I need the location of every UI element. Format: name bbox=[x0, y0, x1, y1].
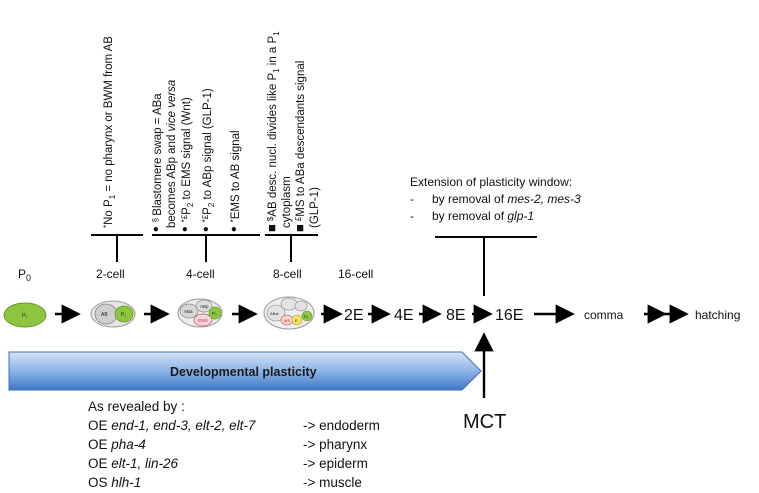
annotation-p2-ems: •*£P2 to EMS signal (Wnt) bbox=[177, 97, 195, 232]
annotation-ems-ab: •*EMS to AB signal bbox=[226, 130, 243, 232]
annotation-cytoplasm: cytoplasm bbox=[281, 176, 293, 228]
annotation-group-8cell: ■$AB desc. nucl. divides like P1 in a P1… bbox=[264, 31, 321, 232]
mct-label: MCT bbox=[463, 411, 506, 433]
svg-text:ABp: ABp bbox=[200, 304, 209, 309]
stage-comma: comma bbox=[584, 308, 624, 322]
svg-text:P₂: P₂ bbox=[212, 311, 217, 316]
svg-text:ABal: ABal bbox=[270, 311, 279, 316]
extension-line-2: -by removal of glp-1 bbox=[410, 209, 535, 223]
extension-line-1: -by removal of mes-2, mes-3 bbox=[410, 192, 581, 206]
stage-2e: 2E bbox=[344, 307, 364, 324]
t-bars bbox=[91, 234, 537, 296]
annotation-group-4cell: •§ Blastomere swap = ABa becomes ABp and… bbox=[148, 80, 243, 232]
embryo-4cell: ABa ABp EMS P₂ bbox=[177, 298, 223, 328]
annotation-glp1: (GLP-1) bbox=[309, 187, 321, 228]
annotation-group-2cell: *No P1 = no pharynx or BWM from AB bbox=[102, 36, 117, 228]
stage-8cell-label: 8-cell bbox=[273, 267, 302, 281]
svg-text:P₃: P₃ bbox=[304, 314, 309, 319]
stage-8e: 8E bbox=[446, 307, 466, 324]
svg-text:AB: AB bbox=[101, 312, 108, 318]
revealed-row: OE elt-1, lin-26 -> epiderm bbox=[88, 456, 368, 471]
svg-text:MS: MS bbox=[284, 318, 290, 323]
extension-block: Extension of plasticity window: -by remo… bbox=[410, 174, 581, 225]
revealed-by-title: As revealed by : bbox=[88, 399, 185, 414]
annotation-ms-aba: ■£MS to ABa descendants signal bbox=[292, 61, 307, 232]
annotation-ab-desc: ■$AB desc. nucl. divides like P1 in a P1 bbox=[264, 31, 281, 232]
stage-16cell-label: 16-cell bbox=[338, 267, 373, 281]
annotation-p2-abp: •*£P2 to ABp signal (GLP-1) bbox=[198, 88, 216, 232]
stage-hatching: hatching bbox=[695, 308, 740, 322]
annotation-no-p1: *No P1 = no pharynx or BWM from AB bbox=[102, 36, 117, 228]
svg-text:EMS: EMS bbox=[198, 318, 208, 323]
extension-title: Extension of plasticity window: bbox=[410, 175, 573, 189]
svg-text:E: E bbox=[295, 318, 298, 323]
stage-2cell-label: 2-cell bbox=[96, 267, 125, 281]
plasticity-bar: Developmental plasticity bbox=[8, 351, 482, 391]
revealed-row: OE end-1, end-3, elt-2, elt-7 -> endoder… bbox=[88, 418, 380, 433]
embryo-2cell: AB P₁ bbox=[90, 300, 136, 328]
stage-4cell-label: 4-cell bbox=[186, 267, 215, 281]
revealed-row: OS hlh-1 -> muscle bbox=[88, 475, 362, 490]
stage-4e: 4E bbox=[394, 307, 414, 324]
plasticity-bar-label: Developmental plasticity bbox=[170, 365, 317, 379]
annotation-blastomere-swap-cont: becomes ABp and vice versa bbox=[166, 80, 178, 228]
annotation-blastomere-swap: •§ Blastomere swap = ABa bbox=[148, 93, 165, 232]
svg-text:P₀: P₀ bbox=[22, 313, 27, 319]
stage-16e: 16E bbox=[495, 307, 523, 324]
svg-text:ABa: ABa bbox=[184, 309, 193, 314]
embryo-8cell: ABal MS E P₃ bbox=[263, 296, 315, 330]
stage-p0-label: P0 bbox=[18, 267, 31, 283]
revealed-row: OE pha-4 -> pharynx bbox=[88, 437, 368, 452]
embryo-p0: P₀ bbox=[3, 302, 47, 328]
svg-text:P₁: P₁ bbox=[121, 312, 126, 318]
